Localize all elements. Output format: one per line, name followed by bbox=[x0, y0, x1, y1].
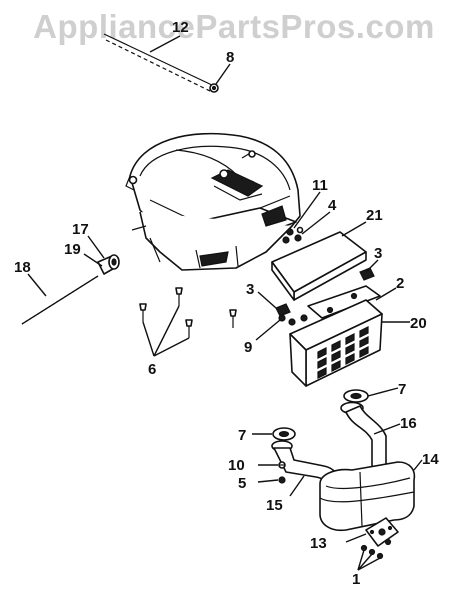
part-21-heat-shield[interactable] bbox=[271, 231, 367, 301]
part-6-screws[interactable] bbox=[139, 287, 237, 338]
callout-3-right: 3 bbox=[374, 245, 382, 262]
callout-1: 1 bbox=[352, 571, 360, 588]
part-11-4-hardware[interactable] bbox=[282, 226, 304, 244]
callout-6: 6 bbox=[148, 361, 156, 378]
part-8-fastener[interactable] bbox=[209, 83, 219, 93]
callout-16: 16 bbox=[400, 415, 417, 432]
callout-21: 21 bbox=[366, 207, 383, 224]
blower-housing[interactable] bbox=[125, 132, 301, 271]
part-7-gasket-right[interactable] bbox=[343, 389, 369, 403]
callout-18: 18 bbox=[14, 259, 31, 276]
part-5-fastener[interactable] bbox=[278, 476, 286, 484]
part-16-exhaust-pipe[interactable] bbox=[340, 401, 387, 474]
callout-9: 9 bbox=[244, 339, 252, 356]
callout-15: 15 bbox=[266, 497, 283, 514]
watermark-text: AppliancePartsPros.com bbox=[33, 8, 435, 45]
callout-13: 13 bbox=[310, 535, 327, 552]
callout-4: 4 bbox=[328, 197, 337, 214]
callout-14: 14 bbox=[422, 451, 439, 468]
callout-19: 19 bbox=[64, 241, 81, 258]
callout-10: 10 bbox=[228, 457, 245, 474]
callout-3-left: 3 bbox=[246, 281, 254, 298]
callout-11: 11 bbox=[312, 177, 328, 194]
part-12-rod[interactable] bbox=[103, 33, 215, 93]
part-2-bracket[interactable] bbox=[307, 285, 381, 319]
callout-8: 8 bbox=[226, 49, 234, 66]
callout-17: 17 bbox=[72, 221, 89, 238]
part-20-muffler-guard[interactable] bbox=[289, 299, 383, 387]
part-7-gasket-left[interactable] bbox=[272, 427, 296, 441]
part-19-fitting[interactable] bbox=[97, 254, 120, 275]
callout-20: 20 bbox=[410, 315, 427, 332]
part-18-hose[interactable] bbox=[21, 275, 99, 325]
callout-2: 2 bbox=[396, 275, 404, 292]
part-14-muffler[interactable] bbox=[319, 461, 416, 532]
leader-lines bbox=[27, 35, 423, 571]
part-3-brackets[interactable] bbox=[275, 267, 375, 317]
part-10-fastener[interactable] bbox=[278, 461, 286, 469]
callout-12: 12 bbox=[172, 19, 189, 36]
callout-7-right: 7 bbox=[398, 381, 406, 398]
part-9-nuts[interactable] bbox=[278, 314, 308, 326]
callout-5: 5 bbox=[238, 475, 246, 492]
callout-labels: 12 8 11 4 21 17 19 18 3 3 2 20 9 6 7 7 1… bbox=[14, 19, 439, 588]
part-13-plate[interactable] bbox=[365, 517, 399, 547]
callout-7-left: 7 bbox=[238, 427, 246, 444]
